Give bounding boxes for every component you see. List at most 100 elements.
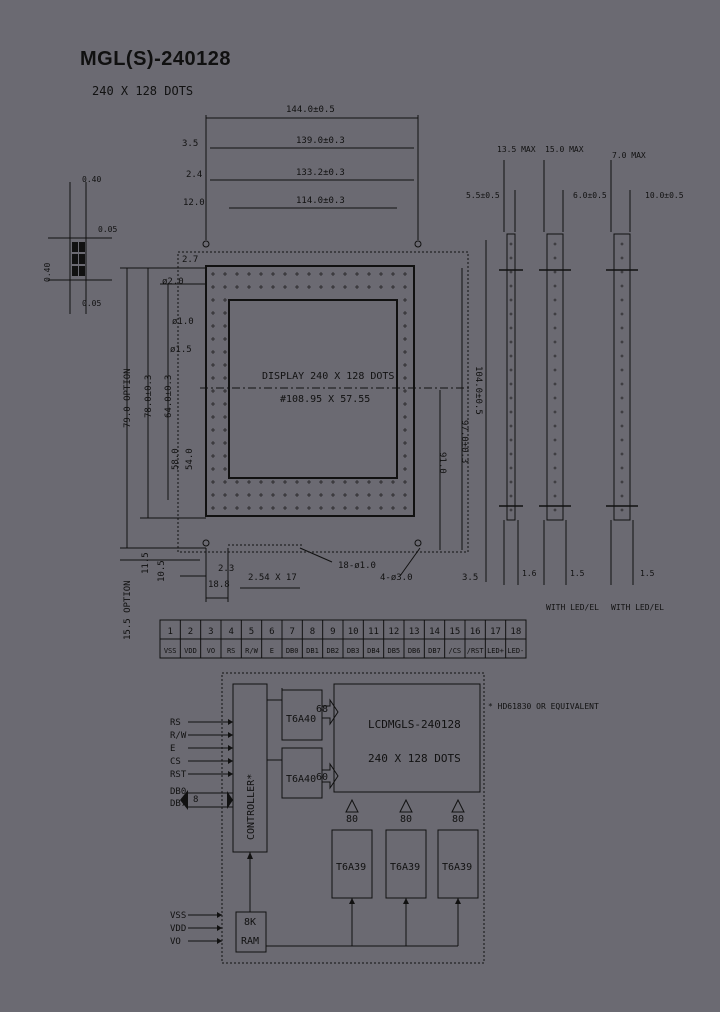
pixel-dot bbox=[79, 266, 85, 276]
bezel-cross bbox=[391, 480, 395, 484]
pin-name: E bbox=[270, 647, 274, 655]
input-cs: CS bbox=[170, 757, 181, 767]
bezel-cross bbox=[247, 506, 251, 510]
pin-name: /CS bbox=[449, 647, 462, 655]
pixel-dot bbox=[79, 242, 85, 252]
side-cross bbox=[553, 508, 557, 512]
pin-number: 4 bbox=[228, 627, 233, 637]
side-cross bbox=[620, 410, 624, 414]
bezel-cross bbox=[403, 467, 407, 471]
arrow-head bbox=[217, 912, 222, 918]
bezel-cross bbox=[343, 506, 347, 510]
mounting-hole-tr bbox=[414, 240, 422, 248]
dim-58: 58.0 bbox=[171, 448, 181, 470]
dot-grid bbox=[72, 242, 85, 276]
bezel-cross bbox=[211, 441, 215, 445]
bezel-cross-pattern bbox=[211, 272, 407, 510]
bezel-cross bbox=[403, 389, 407, 393]
dim-h005: 0.05 bbox=[82, 299, 101, 308]
bezel-cross bbox=[307, 285, 311, 289]
input-rst: RST bbox=[170, 770, 187, 780]
drawing-subtitle: 240 X 128 DOTS bbox=[92, 84, 194, 98]
dim-35b: 3.5 bbox=[462, 573, 478, 583]
bezel-cross bbox=[223, 324, 227, 328]
side-cross bbox=[620, 354, 624, 358]
bezel-cross bbox=[211, 337, 215, 341]
pin-name: /RST bbox=[467, 647, 485, 655]
side-cross bbox=[509, 326, 513, 330]
pin-name: DB0 bbox=[286, 647, 299, 655]
side-cross bbox=[620, 256, 624, 260]
pin-number: 9 bbox=[330, 627, 335, 637]
dim-91: 91.0 bbox=[437, 452, 447, 474]
pin-name: DB5 bbox=[388, 647, 401, 655]
leader-4d bbox=[399, 547, 421, 577]
bezel-cross bbox=[223, 285, 227, 289]
bezel-cross bbox=[283, 493, 287, 497]
dim-55: 5.5±0.5 bbox=[466, 191, 500, 200]
ram-label: RAM bbox=[241, 936, 259, 947]
side-cross bbox=[553, 340, 557, 344]
bezel-cross bbox=[307, 493, 311, 497]
ram-size: 8K bbox=[244, 917, 256, 928]
bezel-cross bbox=[307, 272, 311, 276]
pin-number: 11 bbox=[368, 627, 379, 637]
arrow-head bbox=[228, 771, 233, 777]
bezel-cross bbox=[211, 415, 215, 419]
dim-133: 133.2±0.3 bbox=[296, 168, 345, 178]
pin-table: 1VSS2VDD3VO4RS5R/W6E7DB08DB19DB210DB311D… bbox=[159, 619, 527, 659]
lcd-model: LCDMGLS-240128 bbox=[368, 718, 461, 731]
bezel-cross bbox=[403, 415, 407, 419]
mounting-hole-tl bbox=[202, 240, 210, 248]
arrow-head bbox=[217, 925, 222, 931]
bezel-cross bbox=[343, 272, 347, 276]
bezel-cross bbox=[379, 493, 383, 497]
bezel-cross bbox=[247, 493, 251, 497]
arrow-head bbox=[349, 898, 355, 904]
side-cross bbox=[620, 396, 624, 400]
bezel-cross bbox=[295, 272, 299, 276]
bezel-cross bbox=[211, 350, 215, 354]
side-cross bbox=[553, 284, 557, 288]
dim-w040: 0.40 bbox=[82, 175, 101, 184]
side-cross bbox=[509, 340, 513, 344]
side-view-body bbox=[546, 233, 564, 521]
arrow-head bbox=[247, 852, 253, 859]
side-cross bbox=[509, 396, 513, 400]
side-cross bbox=[553, 326, 557, 330]
pin-name: DB7 bbox=[428, 647, 441, 655]
col-driver-3-label: T6A39 bbox=[442, 862, 472, 873]
side-cross bbox=[620, 438, 624, 442]
side-cross bbox=[509, 312, 513, 316]
bezel-cross bbox=[403, 506, 407, 510]
bezel-cross bbox=[211, 493, 215, 497]
bezel-cross bbox=[403, 493, 407, 497]
bezel-cross bbox=[223, 376, 227, 380]
bezel-cross bbox=[403, 480, 407, 484]
input-rw: R/W bbox=[170, 731, 187, 741]
bezel-cross bbox=[367, 506, 371, 510]
dim-15b: 1.5 bbox=[640, 569, 655, 578]
bezel-outline bbox=[205, 265, 415, 517]
side-cross bbox=[620, 382, 624, 386]
bezel-cross bbox=[403, 376, 407, 380]
side-cross bbox=[620, 494, 624, 498]
dim-18d: 18-ø1.0 bbox=[338, 561, 376, 571]
dim-79: 79.0 OPTION bbox=[123, 368, 133, 428]
side-cross bbox=[553, 438, 557, 442]
dim-70: 7.0 MAX bbox=[612, 151, 646, 160]
pin-name: DB3 bbox=[347, 647, 360, 655]
pin-name: VDD bbox=[184, 647, 197, 655]
side-cross bbox=[553, 270, 557, 274]
bezel-cross bbox=[379, 480, 383, 484]
bezel-cross bbox=[355, 506, 359, 510]
dim-16: 1.6 bbox=[522, 569, 537, 578]
bezel-cross bbox=[211, 389, 215, 393]
bezel-cross bbox=[211, 402, 215, 406]
bezel-cross bbox=[211, 324, 215, 328]
bezel-cross bbox=[307, 506, 311, 510]
bezel-cross bbox=[331, 285, 335, 289]
col-bus-1: 80 bbox=[346, 814, 358, 825]
side-cross bbox=[509, 354, 513, 358]
side-cross bbox=[553, 466, 557, 470]
